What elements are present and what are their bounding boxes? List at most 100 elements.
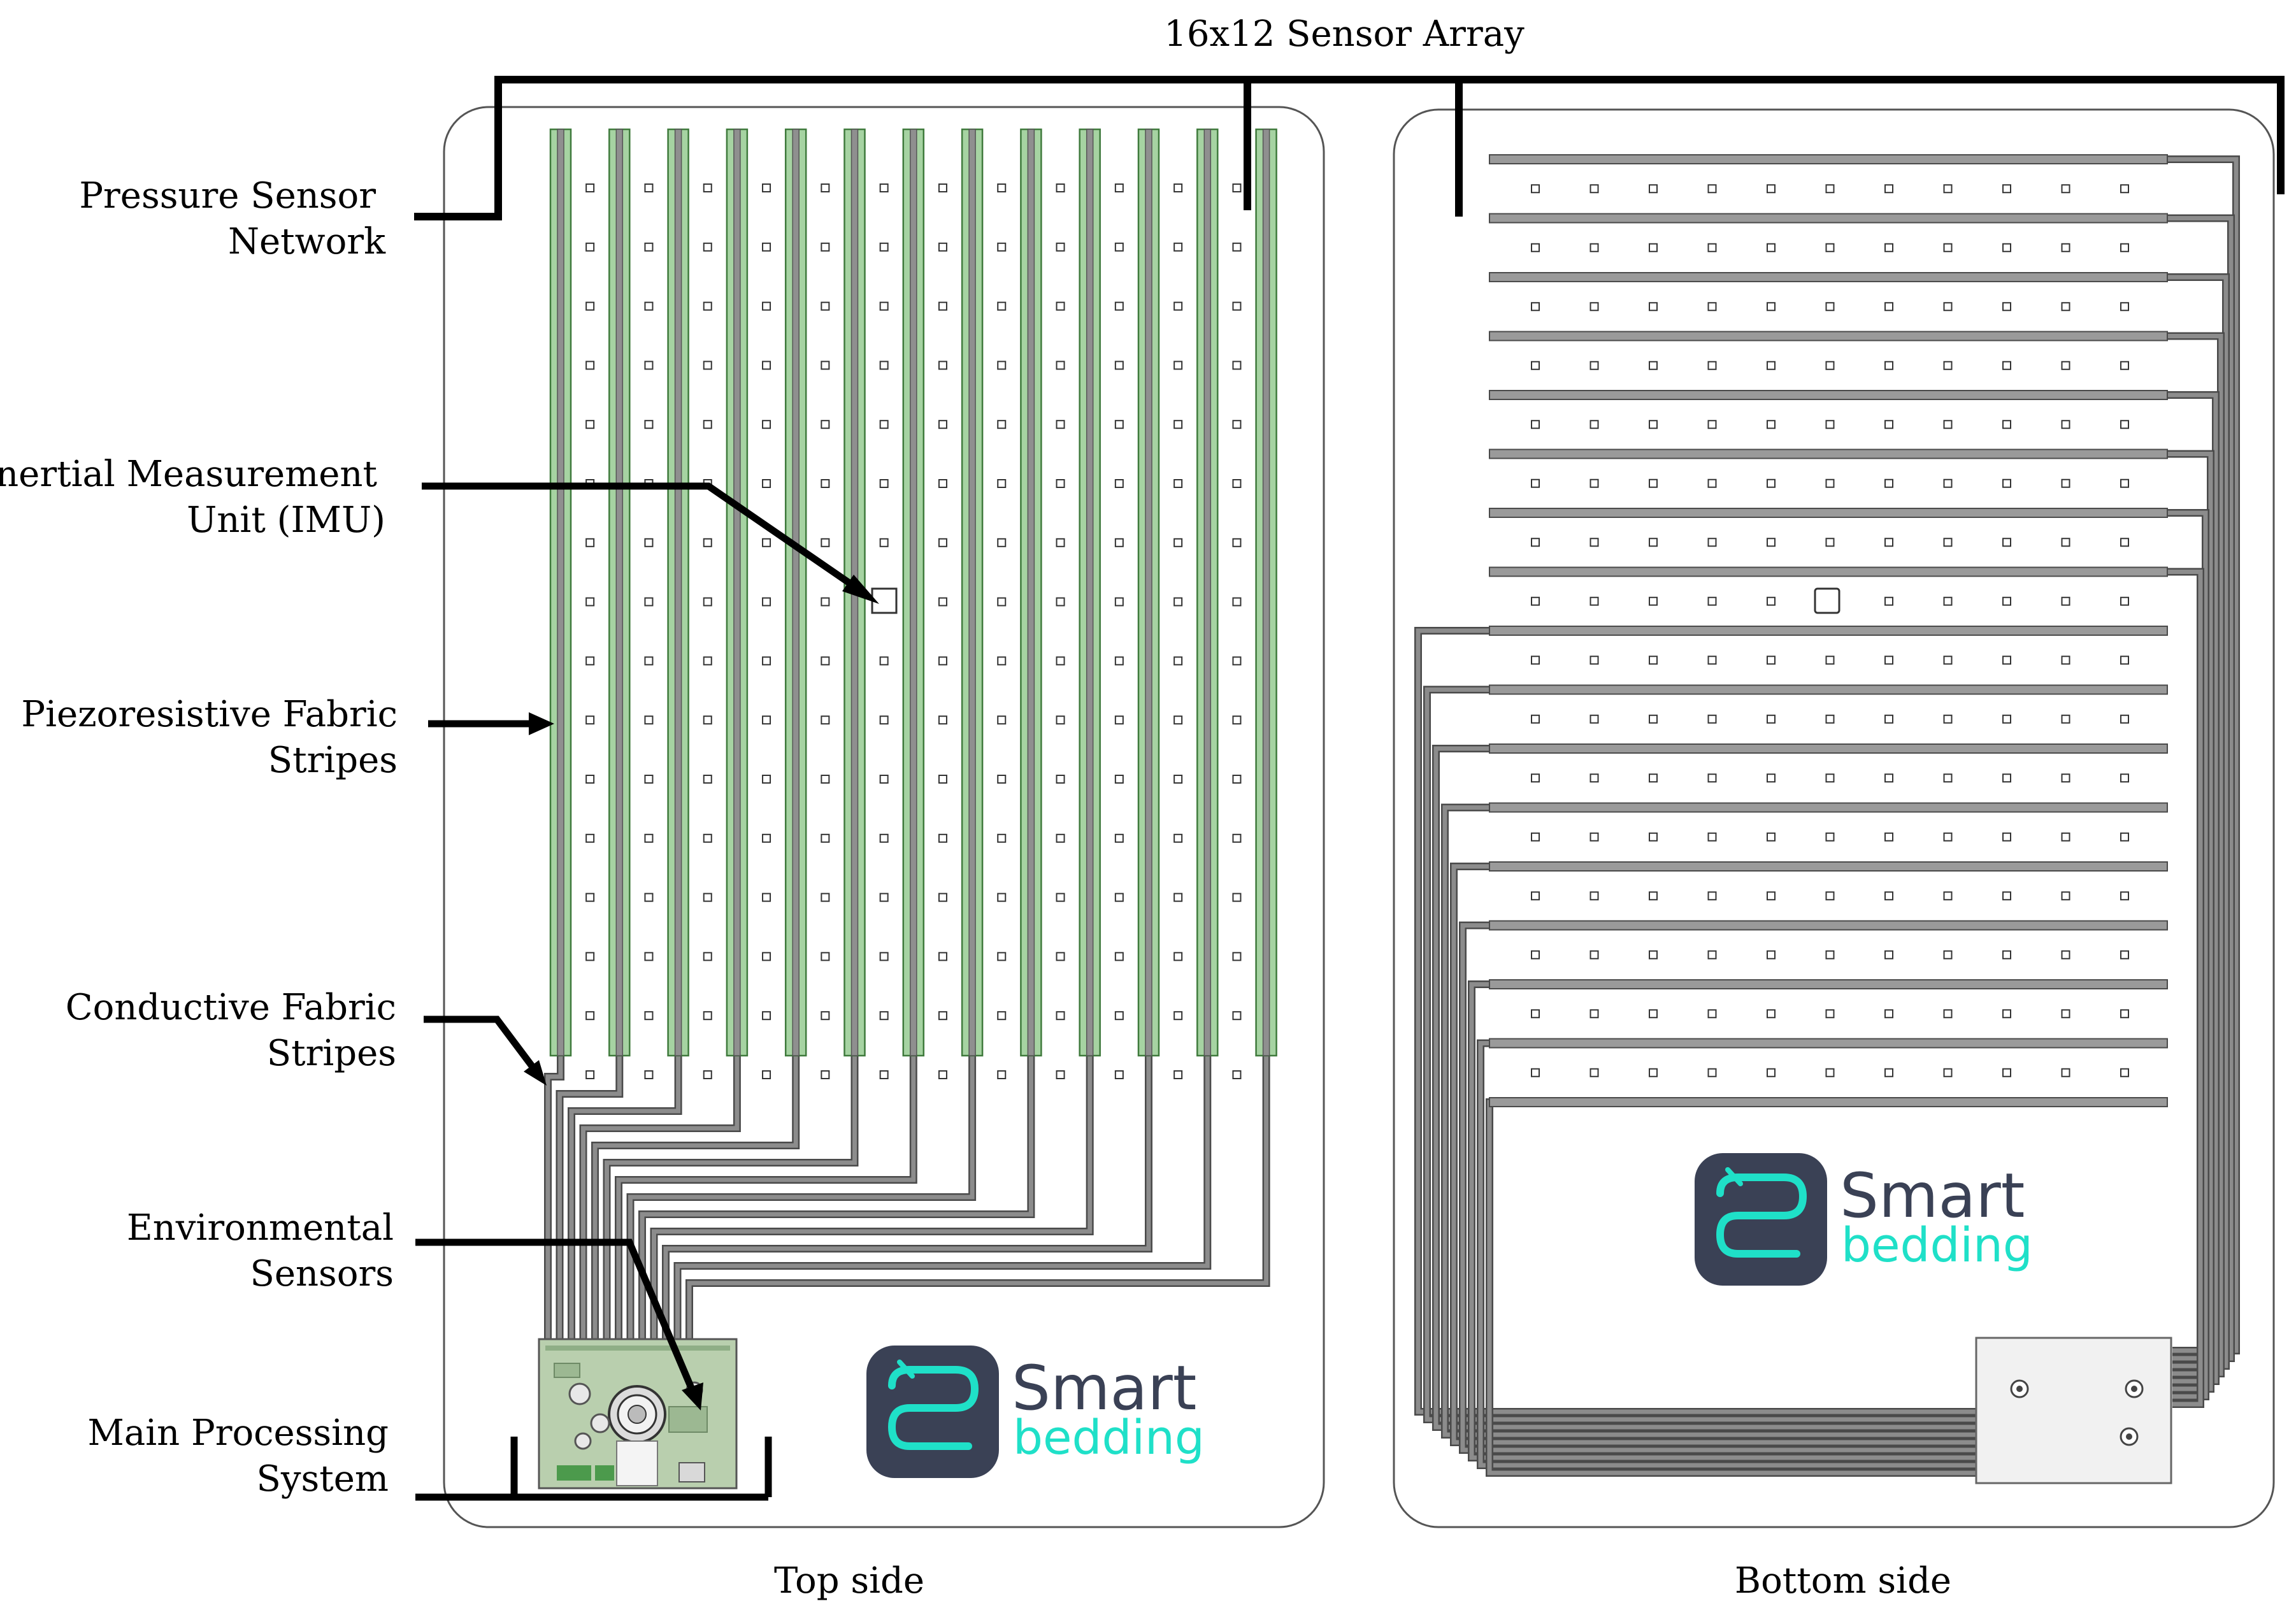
piezo-stripe-conductor [557, 129, 564, 1056]
bottom-stripe [1489, 920, 2168, 931]
piezo-stripe [1137, 128, 1160, 1057]
sensor-node [2061, 361, 2070, 370]
sensor-node [2061, 302, 2070, 312]
conductive-wire-core [663, 1056, 1151, 1339]
piezo-stripe [1196, 128, 1219, 1057]
sensor-node [1173, 301, 1183, 311]
sensor-node [821, 833, 830, 843]
label-main-line2: System [257, 1458, 389, 1500]
sensor-node [1232, 420, 1242, 429]
sensor-node [1531, 243, 1540, 252]
sensor-node [879, 420, 889, 429]
bottom-stripe [1489, 566, 2168, 577]
sensor-node [1767, 1009, 1776, 1019]
sensor-node [585, 183, 595, 192]
conductive-wire-core [687, 1056, 1269, 1339]
sensor-node [879, 1011, 889, 1021]
sensor-node [2120, 714, 2129, 724]
label-conductive-line2: Stripes [267, 1033, 396, 1074]
sensor-node [1056, 183, 1065, 192]
sensor-node [2120, 302, 2129, 312]
top-side-panel [443, 106, 1325, 1528]
sensor-node [1707, 243, 1717, 252]
sensor-node [1943, 832, 1953, 842]
conductive-wire-core [605, 1056, 857, 1339]
sensor-node [997, 361, 1007, 370]
sensor-node [821, 715, 830, 725]
smart-bedding-logo-top: Smart bedding [866, 1346, 1205, 1478]
sensor-node [938, 775, 947, 784]
sensor-node [2061, 714, 2070, 724]
sensor-node [1707, 1068, 1717, 1077]
piezo-stripe-conductor [1086, 129, 1094, 1056]
sensor-node [997, 301, 1007, 311]
sensor-node [2120, 832, 2129, 842]
sensor-node [2120, 420, 2129, 429]
sensor-node [1056, 715, 1065, 725]
bottom-stripe [1489, 508, 2168, 518]
piezo-stripe [961, 128, 984, 1057]
sensor-node [1767, 538, 1776, 547]
sensor-node [1056, 1011, 1065, 1021]
sensor-node [997, 479, 1007, 488]
sensor-node [1589, 832, 1599, 842]
label-piezo-line1: Piezoresistive Fabric [21, 694, 398, 735]
sensor-node [1767, 950, 1776, 959]
piezo-stripe-conductor [733, 129, 741, 1056]
sensor-node [1589, 596, 1599, 606]
sensor-node [1767, 478, 1776, 488]
sensor-node [1056, 952, 1065, 961]
bottom-stripe [1489, 331, 2168, 341]
sensor-node [703, 893, 712, 902]
sensor-node [1884, 478, 1893, 488]
sensor-node [703, 833, 712, 843]
sensor-node [1884, 420, 1893, 429]
sensor-node [1114, 361, 1124, 370]
sensor-node [1943, 596, 1953, 606]
imu-arrowhead [842, 575, 879, 604]
sensor-node [1884, 184, 1893, 194]
bottom-stripe [1489, 272, 2168, 282]
sensor-node [1767, 656, 1776, 665]
label-conductive-line1: Conductive Fabric [66, 987, 396, 1028]
sensor-node [585, 952, 595, 961]
sensor-node [997, 833, 1007, 843]
sensor-node [1531, 596, 1540, 606]
sensor-node [879, 301, 889, 311]
sensor-node [1531, 832, 1540, 842]
sensor-node [821, 775, 830, 784]
sensor-node [1767, 832, 1776, 842]
sensor-node [1232, 597, 1242, 607]
piezo-stripe-conductor [1027, 129, 1035, 1056]
sensor-node [585, 833, 595, 843]
sensor-node [1173, 361, 1183, 370]
sensor-node [762, 952, 771, 961]
sensor-node [1707, 596, 1717, 606]
sensor-node [644, 952, 654, 961]
sensor-node [1173, 420, 1183, 429]
sensor-node [703, 715, 712, 725]
sensor-node [762, 597, 771, 607]
sensor-node [1649, 420, 1658, 429]
sensor-node [879, 361, 889, 370]
piezo-stripe-conductor [1203, 129, 1212, 1056]
sensor-node [821, 893, 830, 902]
sensor-node [997, 1011, 1007, 1021]
sensor-node [703, 301, 712, 311]
sensor-node [1767, 714, 1776, 724]
bottom-stripe [1489, 979, 2168, 989]
sensor-node [1767, 891, 1776, 901]
sensor-node [1943, 891, 1953, 901]
sensor-node [938, 715, 947, 725]
sensor-node [585, 420, 595, 429]
piezo-stripe [1255, 128, 1277, 1057]
piezo-stripe [1079, 128, 1101, 1057]
sensor-node [2061, 1009, 2070, 1019]
sensor-node [1531, 361, 1540, 370]
label-pressure-line2: Network [228, 221, 386, 262]
conductive-wire-core [545, 1056, 563, 1339]
sensor-node [1589, 538, 1599, 547]
sensor-node [2002, 832, 2011, 842]
piezo-stripe-conductor [615, 129, 624, 1056]
sensor-node [585, 715, 595, 725]
